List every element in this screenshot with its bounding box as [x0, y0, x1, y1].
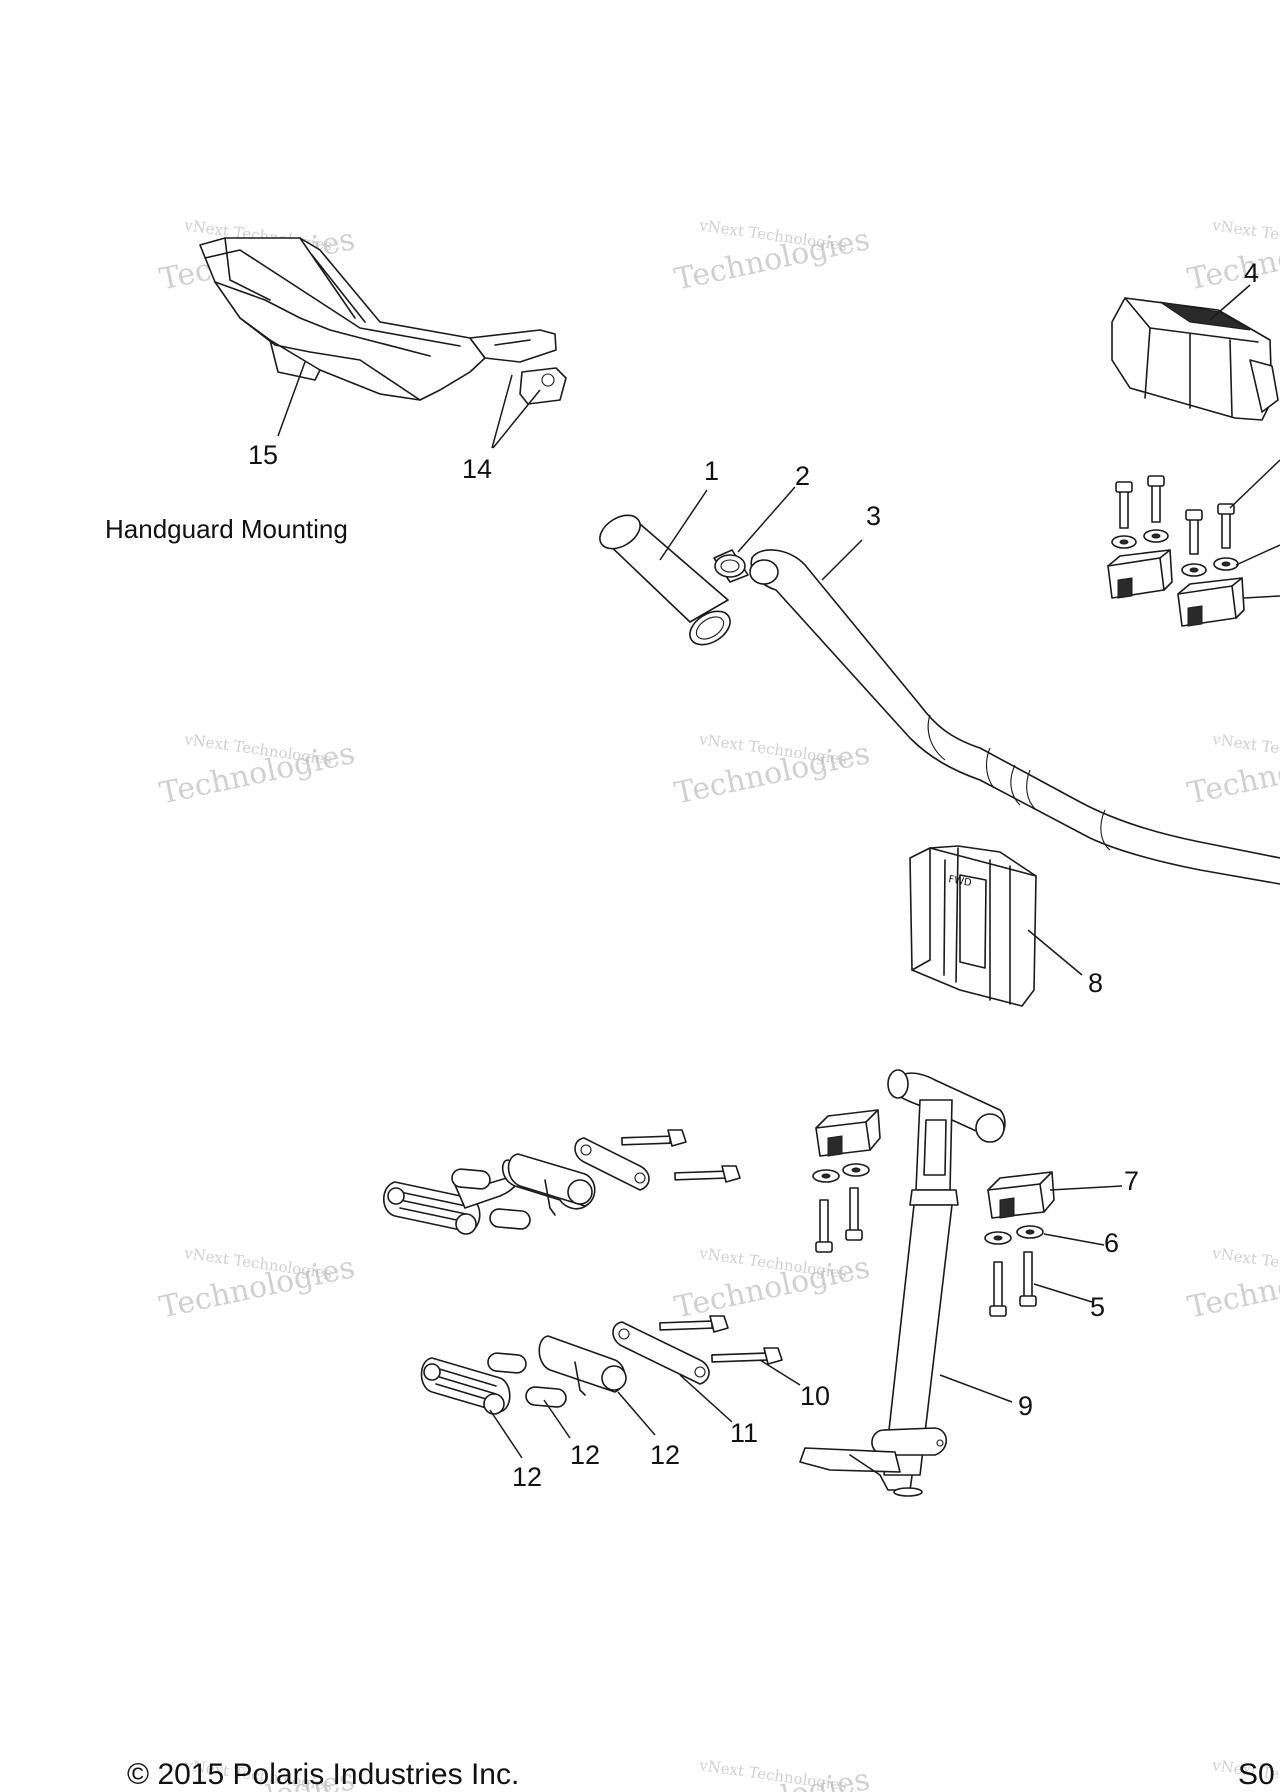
callout-3: 3	[866, 501, 881, 531]
lower-linkage	[420, 1315, 783, 1415]
callout-4: 4	[1244, 258, 1259, 288]
riser-part-8: FWD	[909, 845, 1037, 1007]
section-title: Handguard Mounting	[105, 514, 348, 544]
bushing-part-2	[713, 549, 749, 583]
callout-2: 2	[795, 461, 810, 491]
callout-15: 15	[248, 440, 278, 470]
handlebar-part-3	[749, 549, 1280, 885]
steering-post-part-9	[799, 1069, 1006, 1497]
clamp-part-7	[987, 1171, 1055, 1219]
callout-14: 14	[462, 454, 492, 484]
upper-left-washers	[812, 1163, 870, 1183]
callout-9: 9	[1018, 1391, 1033, 1421]
page-code: S0	[1238, 1758, 1275, 1791]
callout-10: 10	[800, 1381, 830, 1411]
upper-bolts	[1115, 475, 1235, 555]
bolts-part-5	[989, 1251, 1037, 1317]
callout-13: 12	[570, 1440, 600, 1470]
callout-12-left: 12	[512, 1462, 542, 1492]
upper-linkage	[382, 1129, 741, 1235]
callout-7: 7	[1124, 1166, 1139, 1196]
upper-left-clamp	[815, 1109, 881, 1157]
clamp-part-14	[519, 367, 567, 405]
upper-clamps	[1107, 549, 1245, 627]
callout-1: 1	[704, 456, 719, 486]
upper-washers	[1111, 529, 1239, 577]
callout-8: 8	[1088, 968, 1103, 998]
callout-12-right: 12	[650, 1440, 680, 1470]
svg-text:FWD: FWD	[947, 874, 972, 889]
upper-left-bolts	[815, 1187, 863, 1253]
callout-6: 6	[1104, 1228, 1119, 1258]
copyright-text: © 2015 Polaris Industries Inc.	[127, 1758, 520, 1791]
handlebar-cover-part-4	[1111, 297, 1279, 421]
grip-tube-part-1	[599, 514, 731, 646]
handguard-part-15	[199, 237, 557, 401]
callout-5: 5	[1090, 1292, 1105, 1322]
washers-part-6	[984, 1225, 1044, 1245]
callout-11: 11	[730, 1418, 758, 1448]
